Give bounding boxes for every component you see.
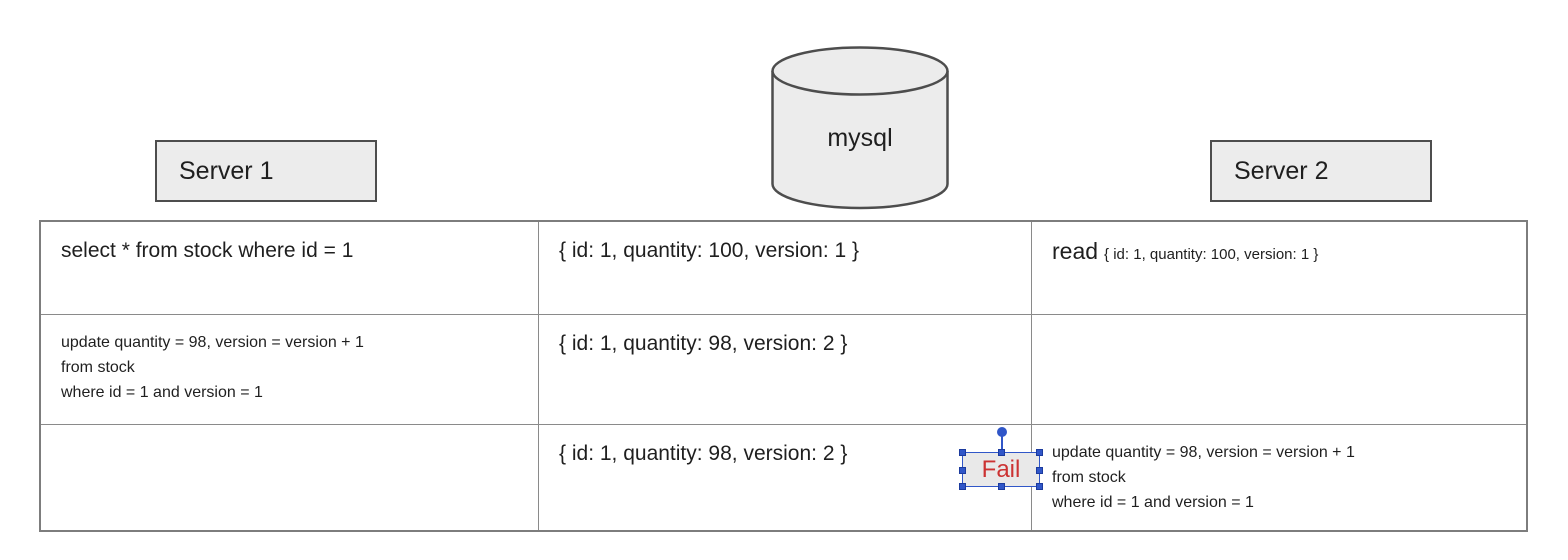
cell-row2-mysql[interactable]: { id: 1, quantity: 98, version: 2 } bbox=[539, 315, 1032, 425]
database-cylinder[interactable] bbox=[770, 45, 950, 211]
resize-handle-se[interactable] bbox=[1036, 483, 1043, 490]
resize-handle-w[interactable] bbox=[959, 467, 966, 474]
resize-handle-ne[interactable] bbox=[1036, 449, 1043, 456]
cell-row1-server1[interactable]: select * from stock where id = 1 bbox=[41, 222, 539, 315]
rotation-handle-stem bbox=[1001, 433, 1003, 450]
db-state-row2: { id: 1, quantity: 98, version: 2 } bbox=[559, 332, 848, 355]
db-state-row3: { id: 1, quantity: 98, version: 2 } bbox=[559, 442, 848, 465]
sql-update-line2: from stock bbox=[61, 358, 135, 376]
sql-update-line1: update quantity = 98, version = version … bbox=[61, 334, 364, 351]
server2-label: Server 2 bbox=[1234, 156, 1329, 185]
server1-label: Server 1 bbox=[179, 156, 274, 185]
sql-update-line3: where id = 1 and version = 1 bbox=[61, 383, 263, 401]
resize-handle-nw[interactable] bbox=[959, 449, 966, 456]
timeline-table: select * from stock where id = 1 { id: 1… bbox=[39, 220, 1528, 532]
cell-row3-mysql[interactable]: { id: 1, quantity: 98, version: 2 } bbox=[539, 425, 1032, 530]
fail-label: Fail bbox=[981, 455, 1021, 483]
cell-row1-mysql[interactable]: { id: 1, quantity: 100, version: 1 } bbox=[539, 222, 1032, 315]
cell-row3-server2[interactable]: update quantity = 98, version = version … bbox=[1032, 425, 1526, 530]
database-label: mysql bbox=[827, 124, 893, 152]
cell-row2-server2[interactable] bbox=[1032, 315, 1526, 425]
cell-row1-server2[interactable]: read { id: 1, quantity: 100, version: 1 } bbox=[1032, 222, 1526, 315]
cell-row3-server1[interactable] bbox=[41, 425, 539, 530]
sql-update2-line2: from stock bbox=[1052, 468, 1126, 486]
resize-handle-s[interactable] bbox=[998, 483, 1005, 490]
sql-select-statement: select * from stock where id = 1 bbox=[61, 239, 354, 262]
read-label: read bbox=[1052, 238, 1099, 264]
server1-box[interactable]: Server 1 bbox=[155, 140, 377, 202]
fail-shape[interactable]: Fail bbox=[959, 427, 1043, 490]
resize-handle-e[interactable] bbox=[1036, 467, 1043, 474]
read-value: { id: 1, quantity: 100, version: 1 } bbox=[1104, 246, 1319, 263]
server2-box[interactable]: Server 2 bbox=[1210, 140, 1432, 202]
resize-handle-n[interactable] bbox=[998, 449, 1005, 456]
sql-update2-line3: where id = 1 and version = 1 bbox=[1052, 493, 1254, 511]
database-cylinder-icon bbox=[771, 46, 949, 210]
cell-row2-server1[interactable]: update quantity = 98, version = version … bbox=[41, 315, 539, 425]
resize-handle-sw[interactable] bbox=[959, 483, 966, 490]
rotation-handle[interactable] bbox=[997, 427, 1007, 437]
db-state-row1: { id: 1, quantity: 100, version: 1 } bbox=[559, 239, 860, 262]
sql-update2-line1: update quantity = 98, version = version … bbox=[1052, 444, 1355, 461]
